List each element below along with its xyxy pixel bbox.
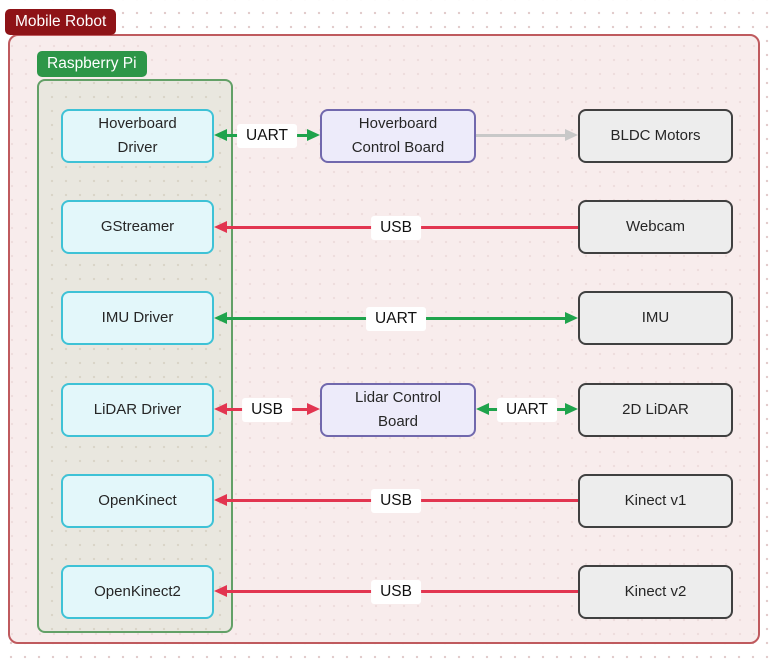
node-label: Kinect v2	[624, 583, 687, 600]
arrowhead-right-icon	[565, 403, 578, 415]
node-openkinect: OpenKinect	[61, 474, 214, 528]
arrowhead-right-icon	[307, 129, 320, 141]
node-label: Webcam	[626, 218, 685, 235]
node-label: IMU Driver	[101, 309, 174, 326]
edge-hoverboard-uart: UART	[214, 123, 320, 148]
node-openkinect2: OpenKinect2	[61, 565, 214, 619]
arrowhead-left-icon	[476, 403, 489, 415]
node-label: OpenKinect2	[94, 583, 181, 600]
node-hoverboard-driver: Hoverboard Driver	[61, 109, 214, 163]
node-kinect-v2: Kinect v2	[578, 565, 733, 619]
edge-label: USB	[371, 215, 421, 240]
edge-kinect2-usb: USB	[214, 579, 578, 604]
arrowhead-right-icon	[307, 403, 320, 415]
arrowhead-left-icon	[214, 403, 227, 415]
node-kinect-v1: Kinect v1	[578, 474, 733, 528]
node-bldc-motors: BLDC Motors	[578, 109, 733, 163]
cluster-title-mobile-robot: Mobile Robot	[5, 9, 117, 35]
node-label: 2D LiDAR	[622, 401, 689, 418]
node-2d-lidar: 2D LiDAR	[578, 383, 733, 437]
edge-controlboard-motors	[476, 129, 578, 141]
arrowhead-right-icon	[565, 129, 578, 141]
edge-kinect1-usb: USB	[214, 488, 578, 513]
node-label: Kinect v1	[624, 492, 687, 509]
edge-imu-uart: UART	[214, 306, 578, 331]
node-label: Lidar Control Board	[355, 389, 441, 430]
edge-label: USB	[242, 397, 292, 422]
node-label: Hoverboard Driver	[98, 115, 177, 156]
node-label: LiDAR Driver	[93, 401, 182, 418]
node-label: Hoverboard Control Board	[351, 115, 445, 156]
node-imu-driver: IMU Driver	[61, 291, 214, 345]
node-imu: IMU	[578, 291, 733, 345]
node-gstreamer: GStreamer	[61, 200, 214, 254]
cluster-raspberry-pi	[37, 79, 233, 633]
arrowhead-left-icon	[214, 585, 227, 597]
arrowhead-left-icon	[214, 129, 227, 141]
node-webcam: Webcam	[578, 200, 733, 254]
arrowhead-left-icon	[214, 221, 227, 233]
cluster-title-raspberry-pi: Raspberry Pi	[37, 51, 147, 77]
edge-label: USB	[371, 579, 421, 604]
arrowhead-left-icon	[214, 312, 227, 324]
edge-lidar-uart: UART	[476, 397, 578, 422]
node-lidar-control-board: Lidar Control Board	[320, 383, 476, 437]
edge-label: USB	[371, 488, 421, 513]
node-hoverboard-control-board: Hoverboard Control Board	[320, 109, 476, 163]
edge-label: UART	[497, 397, 557, 422]
edge-label: UART	[366, 306, 426, 331]
arrowhead-left-icon	[214, 494, 227, 506]
edge-label: UART	[237, 123, 297, 148]
node-label: GStreamer	[100, 218, 175, 235]
edge-webcam-usb: USB	[214, 215, 578, 240]
node-label: IMU	[641, 309, 670, 326]
node-lidar-driver: LiDAR Driver	[61, 383, 214, 437]
node-label: BLDC Motors	[610, 127, 701, 144]
arrowhead-right-icon	[565, 312, 578, 324]
edge-lidar-usb: USB	[214, 397, 320, 422]
node-label: OpenKinect	[98, 492, 177, 509]
